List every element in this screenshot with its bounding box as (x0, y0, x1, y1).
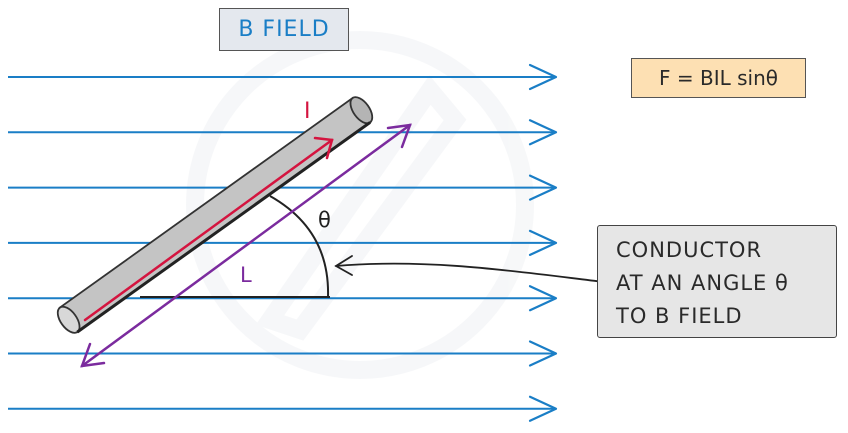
angle-arc (269, 195, 330, 298)
angle-label: θ (318, 208, 331, 232)
conductor-callout: CONDUCTOR AT AN ANGLE θ TO B FIELD (597, 225, 837, 338)
watermark (186, 31, 534, 379)
force-formula: F = BIL sinθ (631, 58, 806, 98)
conductor-rod (56, 96, 374, 334)
field-line (8, 63, 558, 91)
callout-line-1: CONDUCTOR (616, 238, 763, 262)
callout-line-2: AT AN ANGLE θ (616, 271, 789, 295)
field-line (8, 174, 558, 201)
callout-pointer (334, 255, 610, 286)
b-field-title: B FIELD (219, 8, 349, 51)
length-arrow (80, 123, 412, 368)
field-line (8, 395, 558, 422)
current-label: I (304, 99, 311, 124)
callout-line-3: TO B FIELD (616, 304, 743, 328)
field-line (8, 229, 558, 256)
current-arrow (83, 136, 334, 322)
length-label: L (240, 263, 252, 287)
magnetic-field-lines (8, 63, 558, 422)
field-line (8, 119, 558, 146)
